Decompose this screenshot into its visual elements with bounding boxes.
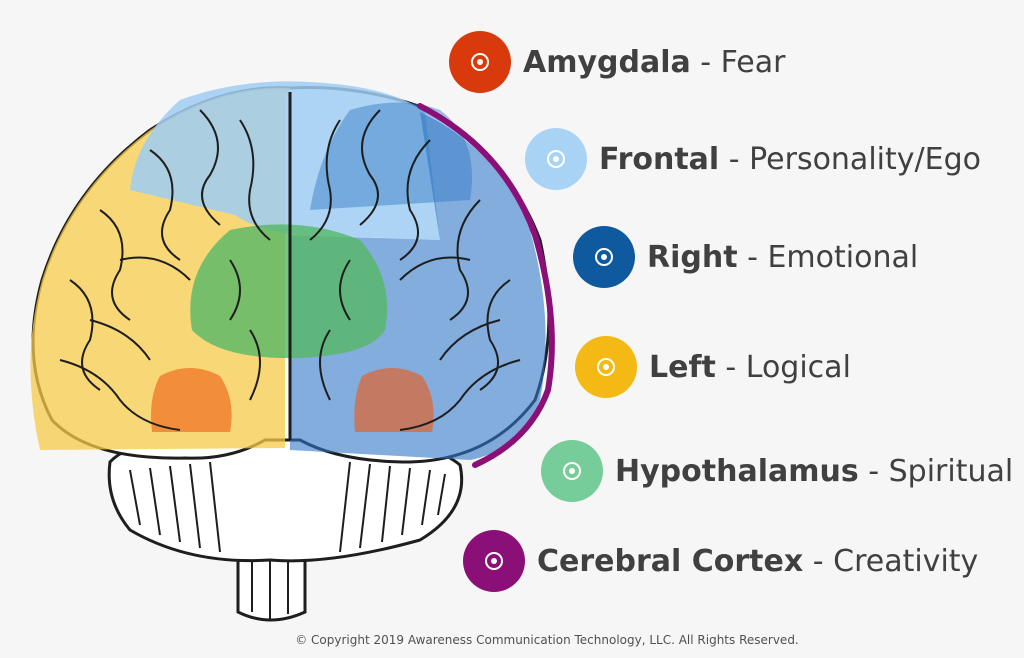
legend-right: Right - Emotional: [573, 226, 918, 288]
amygdala-target-icon: [449, 31, 511, 93]
region-amygdala-left: [151, 368, 232, 432]
legend-amygdala: Amygdala - Fear: [449, 31, 785, 93]
legend-label: Frontal - Personality/Ego: [599, 141, 981, 177]
legend-label: Left - Logical: [649, 349, 851, 385]
cerebellum-folds: [129, 461, 446, 553]
legend-frontal: Frontal - Personality/Ego: [525, 128, 981, 190]
legend-left: Left - Logical: [575, 336, 851, 398]
legend-label: Cerebral Cortex - Creativity: [537, 543, 979, 579]
brain-regions: [30, 81, 546, 460]
brain-diagram: [30, 81, 555, 622]
legend-label: Right - Emotional: [647, 239, 919, 275]
region-right: [290, 112, 546, 460]
legend-cerebral-cortex: Cerebral Cortex - Creativity: [463, 530, 978, 592]
hypothalamus-target-icon: [541, 440, 603, 502]
region-amygdala-right: [354, 368, 434, 432]
region-frontal: [130, 81, 440, 240]
region-right-top: [310, 102, 472, 210]
left-target-icon: [575, 336, 637, 398]
legend-label: Amygdala - Fear: [523, 44, 786, 80]
frontal-target-icon: [525, 128, 587, 190]
cerebral-cortex-target-icon: [463, 530, 525, 592]
legend-hypothalamus: Hypothalamus - Spiritual: [541, 440, 1013, 502]
copyright-notice: © Copyright 2019 Awareness Communication…: [295, 633, 799, 647]
right-target-icon: [573, 226, 635, 288]
region-cerebral-cortex: [417, 103, 555, 468]
legend-label: Hypothalamus - Spiritual: [615, 453, 1014, 489]
brain-gyri: [59, 92, 521, 440]
